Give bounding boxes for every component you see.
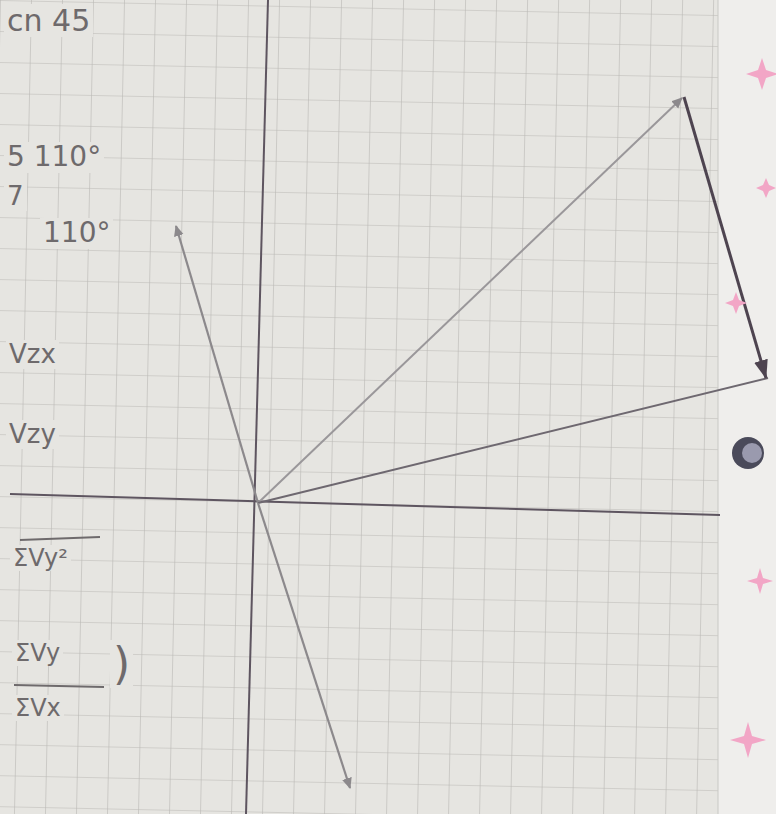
handwritten-note: ) [110,640,133,688]
handwritten-note: 5 110° [4,142,104,173]
handwritten-note: ΣVx [12,695,64,721]
handwritten-note: ΣVy² [10,545,71,571]
handwritten-note: Vzx [6,340,59,369]
handwritten-note: cn 45 [4,4,93,37]
handwritten-note: 7 [4,182,27,211]
handwritten-note: Vzy [6,420,59,449]
handwritten-note: 110° [40,218,113,249]
handwritten-note: ΣVy [12,640,63,666]
